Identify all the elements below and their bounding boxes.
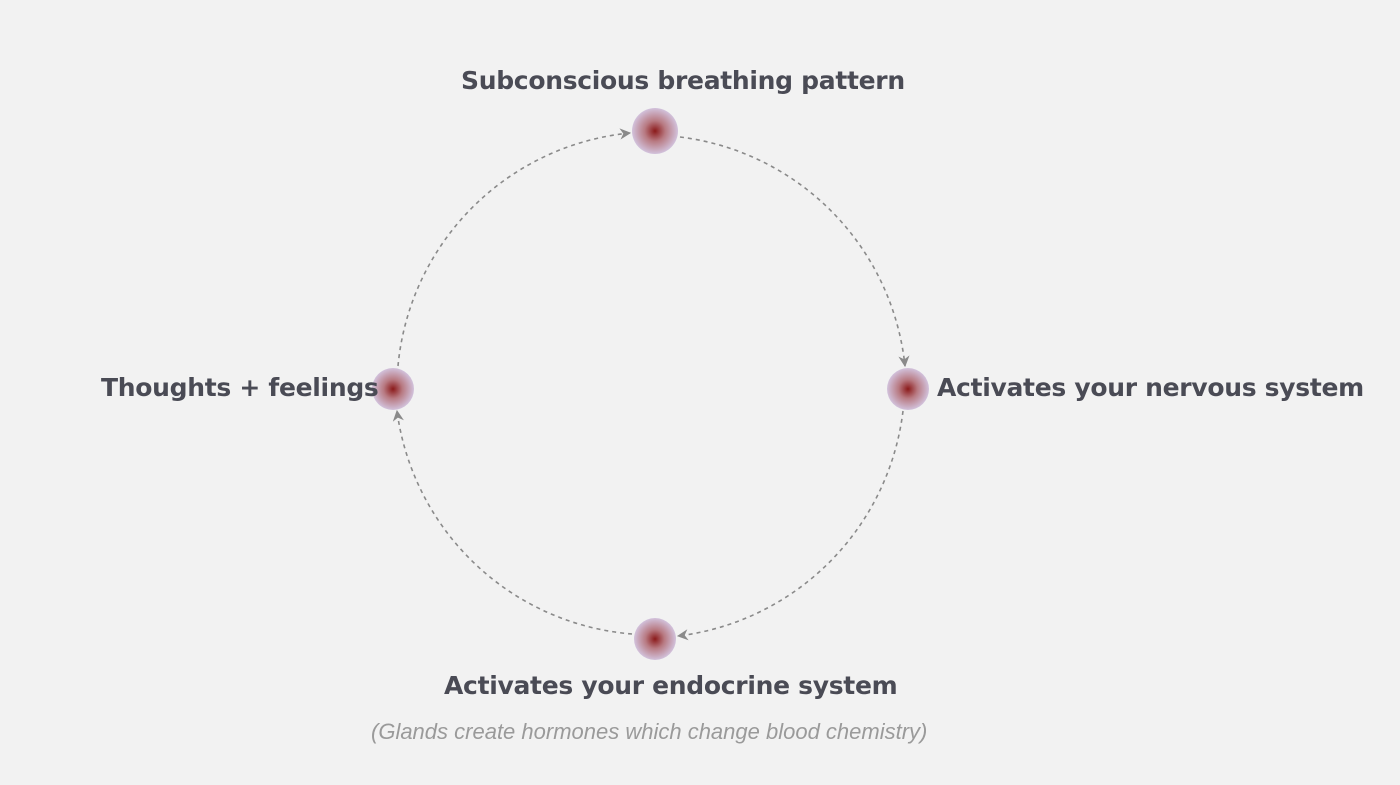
label-bottom: Activates your endocrine system: [444, 671, 898, 700]
label-top: Subconscious breathing pattern: [461, 66, 905, 95]
node-bottom: [634, 618, 676, 660]
arrow-top-to-right: [679, 136, 910, 368]
node-top: [632, 108, 678, 154]
note-bottom: (Glands create hormones which change blo…: [371, 719, 928, 744]
node-right: [887, 368, 929, 410]
arrow-bottom-to-left: [392, 409, 633, 635]
arrow-left-to-top: [397, 128, 632, 367]
node-left: [372, 368, 414, 410]
label-right: Activates your nervous system: [937, 373, 1364, 402]
arrow-right-to-bottom: [676, 410, 904, 641]
label-left: Thoughts + feelings: [101, 373, 379, 402]
